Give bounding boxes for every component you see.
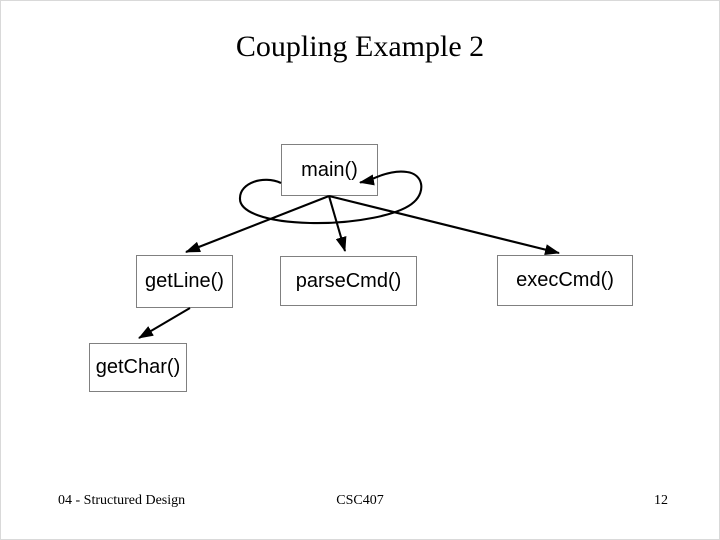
footer-course-module: 04 - Structured Design [58,493,186,508]
footer-page-number: 12 [654,493,668,508]
edge-main-parsecmd [327,195,347,252]
footer-course-code: CSC407 [336,493,384,508]
edge-main-execcmd [328,194,560,255]
edge-main-getline [185,195,330,253]
edge-getline-getchar [138,307,191,339]
node-getline: getLine() [136,255,233,308]
node-getline-label: getLine() [145,270,224,292]
node-execcmd: execCmd() [497,255,633,306]
node-getchar-label: getChar() [95,356,181,378]
node-execcmd-label: execCmd() [516,269,614,291]
node-parsecmd: parseCmd() [280,256,417,306]
node-getchar: getChar() [89,343,187,392]
node-main-label: main() [301,158,358,181]
node-parsecmd-label: parseCmd() [295,269,402,292]
node-main: main() [281,144,378,196]
slide-title: Coupling Example 2 [235,30,485,63]
